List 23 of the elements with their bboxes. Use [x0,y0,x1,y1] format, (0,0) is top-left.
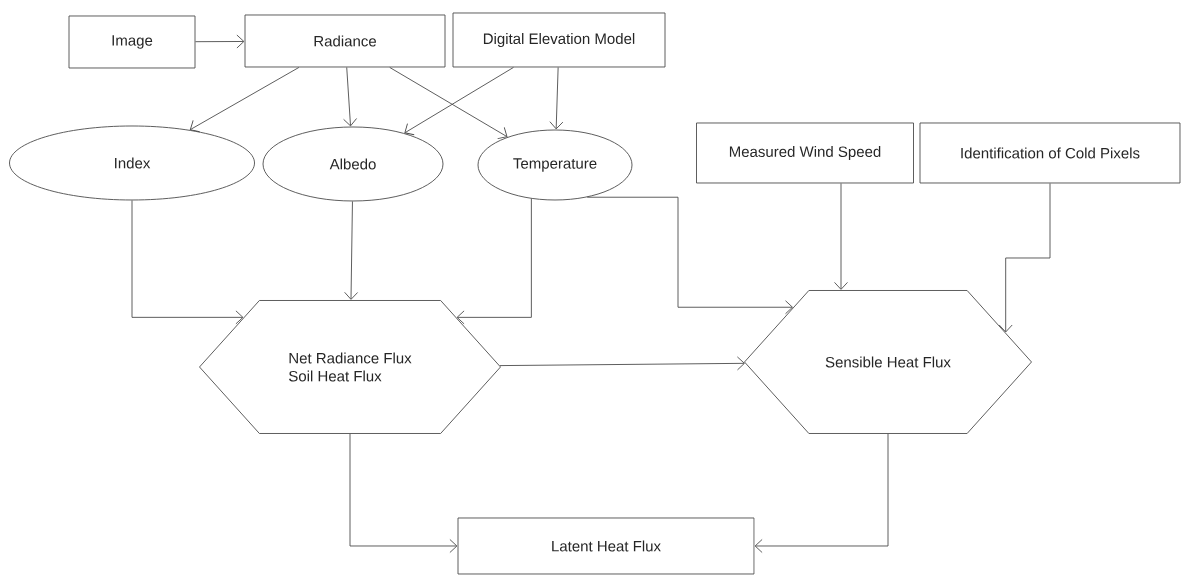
process-box: Latent Heat Flux [457,517,755,575]
arrow [754,433,889,553]
arrow [131,200,244,325]
arrow [389,67,508,140]
arrow [998,183,1051,333]
process-hexagon: Sensible Heat Flux [744,290,1032,434]
arrow [189,67,300,133]
process-box: Image [68,15,196,69]
arrow [404,67,514,136]
arrow [456,198,532,325]
arrow [549,67,564,130]
arrow [834,183,848,290]
arrow [499,356,745,371]
process-hexagon: Net Radiance Flux Soil Heat Flux [199,300,501,434]
process-box: Radiance [244,14,446,68]
process-box: Digital Elevation Model [452,12,666,68]
arrow [343,67,357,127]
process-box: Measured Wind Speed [696,122,914,184]
arrow [586,196,793,315]
arrow [195,34,245,49]
arrow [344,201,359,300]
process-box: Identification of Cold Pixels [919,122,1181,184]
arrow [349,433,458,553]
